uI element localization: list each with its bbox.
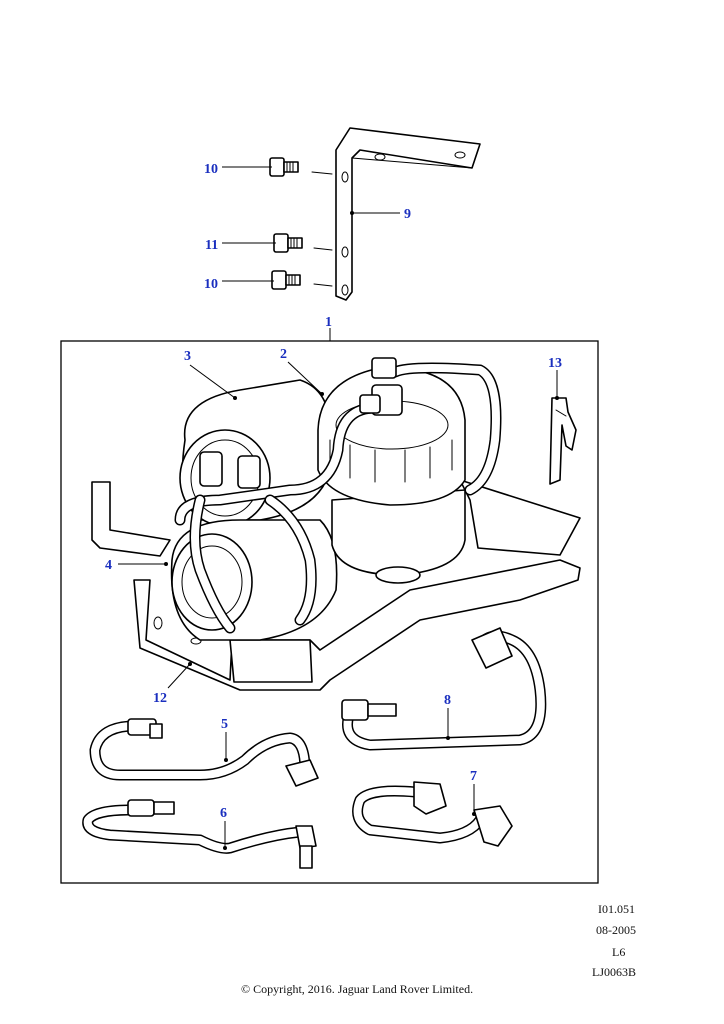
callout-3: 3: [184, 349, 191, 364]
callout-8: 8: [444, 693, 451, 708]
support-plate-part-12: [91, 479, 581, 691]
hose-part-5: [89, 718, 319, 787]
drawing-number: LJ0063B: [592, 965, 637, 979]
assembly-leaders: [118, 361, 559, 850]
callout-12: 12: [153, 691, 167, 706]
callout-10-upper: 10: [204, 162, 218, 177]
callout-5: 5: [221, 717, 228, 732]
callout-7: 7: [470, 769, 477, 784]
hose-part-7: [352, 781, 513, 847]
bolt-part-10-upper: [269, 157, 299, 177]
date-code: 08-2005: [596, 923, 636, 937]
callout-9: 9: [404, 207, 411, 222]
filter-canister-part-2: [317, 367, 466, 584]
callout-4: 4: [105, 558, 112, 573]
callout-11: 11: [205, 238, 218, 253]
copyright-notice: © Copyright, 2016. Jaguar Land Rover Lim…: [241, 982, 474, 996]
bracket-part-9: [311, 127, 481, 301]
hose-part-6: [82, 799, 317, 869]
callout-1: 1: [325, 315, 332, 330]
clip-part-13: [549, 397, 577, 485]
reference-number: I01.051: [598, 902, 635, 916]
engine-code: L6: [612, 945, 626, 959]
bolt-part-10-lower: [271, 270, 301, 290]
bolt-part-11: [273, 233, 303, 253]
hose-part-8: [341, 627, 547, 751]
callout-2: 2: [280, 347, 287, 362]
assembly-hoses: [174, 357, 502, 634]
callout-10-lower: 10: [204, 277, 218, 292]
callout-13: 13: [548, 356, 562, 371]
callout-6: 6: [220, 806, 227, 821]
top-leaders: [222, 166, 400, 282]
